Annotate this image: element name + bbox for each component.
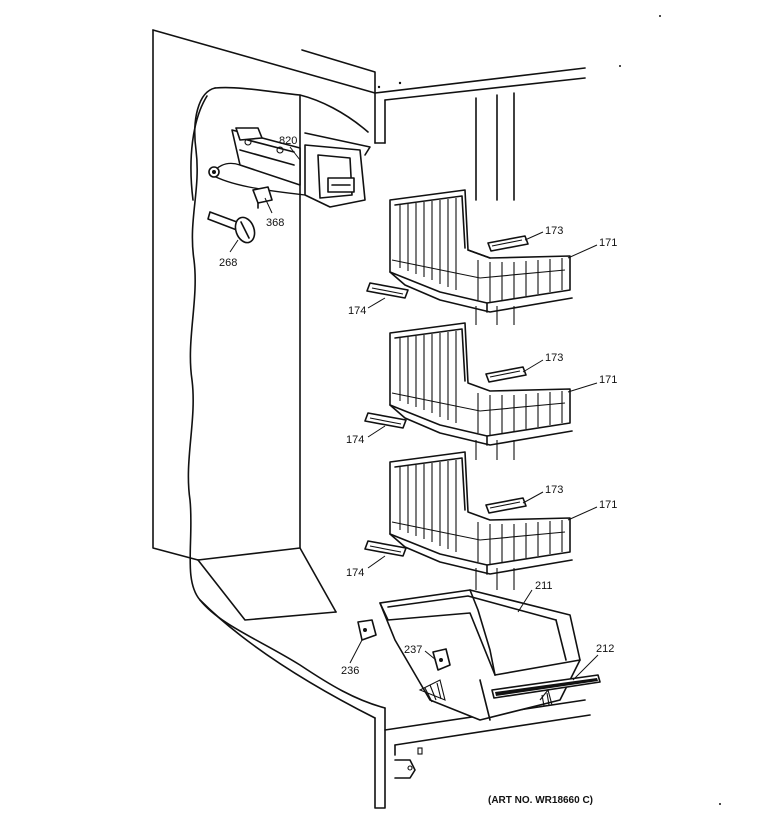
wire-basket-bottom: [389, 451, 573, 575]
label-171-middle: 171: [599, 374, 617, 386]
label-174-bottom: 174: [346, 567, 364, 579]
switch-part: [252, 186, 273, 209]
thermostat-knob: [207, 211, 256, 244]
label-268: 268: [219, 257, 237, 269]
label-173-bottom: 173: [545, 484, 563, 496]
label-171-bottom: 171: [599, 499, 617, 511]
cabinet-shell: [152, 15, 721, 809]
label-174-top: 174: [348, 305, 366, 317]
label-173-top: 173: [545, 225, 563, 237]
art-number: (ART NO. WR18660 C): [488, 795, 593, 806]
leader-lines: [229, 146, 599, 681]
wire-basket-top: [389, 189, 573, 313]
bin-supports: [357, 619, 451, 671]
label-173-middle: 173: [545, 352, 563, 364]
label-171-top: 171: [599, 237, 617, 249]
light-assembly: [208, 127, 371, 208]
label-820: 820: [279, 135, 297, 147]
label-236: 236: [341, 665, 359, 677]
label-211: 211: [535, 580, 553, 592]
label-212: 212: [596, 643, 614, 655]
bin-trim: [491, 674, 601, 699]
label-368: 368: [266, 217, 284, 229]
wire-basket-middle: [389, 322, 573, 446]
slide-rails: [364, 235, 529, 557]
label-174-middle: 174: [346, 434, 364, 446]
part-labels: 820 368 268 173 171 174 173 171 174 173 …: [219, 135, 617, 677]
label-237: 237: [404, 644, 422, 656]
